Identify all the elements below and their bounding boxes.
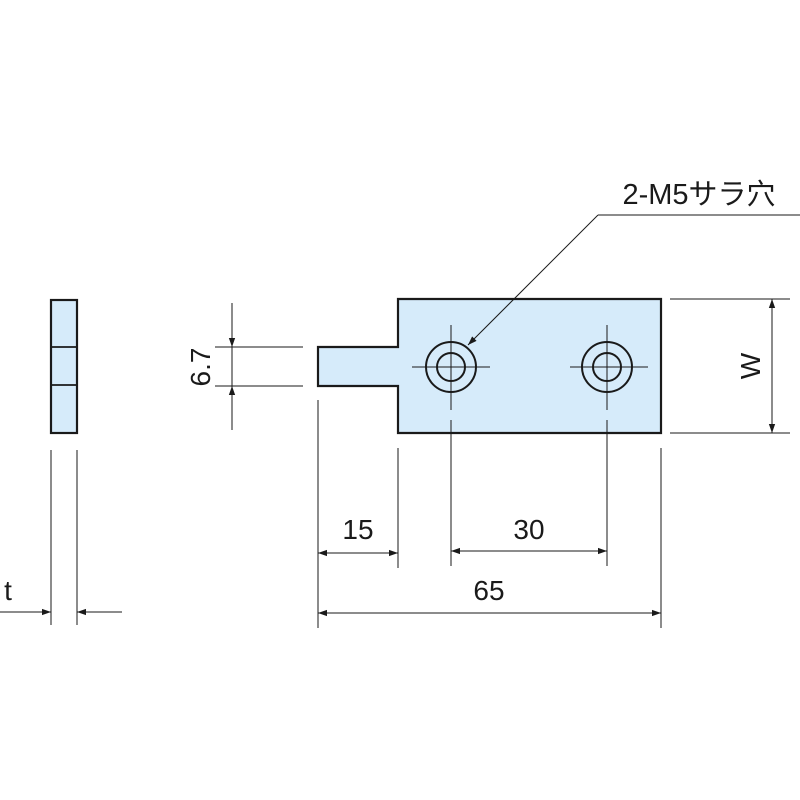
hole-outer-circle [425,341,477,393]
callout-leader-arrow [467,214,599,346]
plate-outline [316,297,663,435]
thickness-label: t [4,575,12,606]
dimension-hole-pitch: 30 [451,514,607,555]
countersunk-hole-right [570,325,648,410]
overall-length-label: 65 [473,575,504,606]
tab-height-label: 6.7 [185,348,216,387]
dimension-width: W [670,298,790,434]
hole-inner-circle [592,352,622,382]
countersunk-hole-left [412,325,490,410]
hole-outer-circle [581,341,633,393]
tab-length-label: 15 [342,514,373,545]
callout-label: 2-M5サラ穴 [622,178,775,211]
hole-callout: 2-M5サラ穴 [467,178,800,346]
side-view-plate [49,298,79,435]
front-view: 2-M5サラ穴 [316,178,800,435]
side-view: t [0,298,122,625]
horizontal-dimension-extensions [317,400,662,628]
dimension-tab-length: 15 [318,514,398,557]
hole-inner-circle [436,352,466,382]
width-label: W [735,352,766,379]
dimension-tab-height: 6.7 [185,303,303,430]
hole-pitch-label: 30 [513,514,544,545]
dimension-overall-length: 65 [318,575,661,617]
